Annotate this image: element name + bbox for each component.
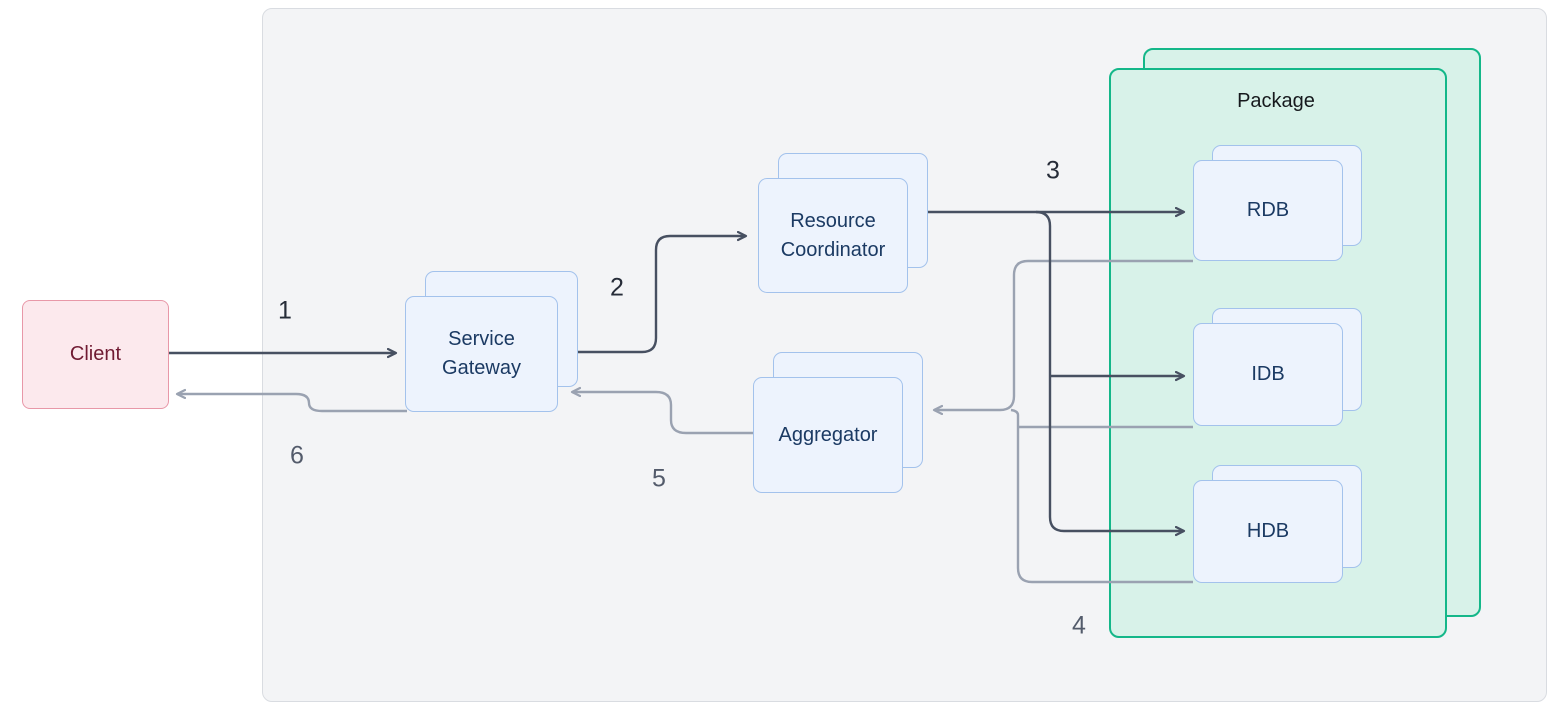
idb-label: IDB (1251, 363, 1285, 385)
service-gateway-node: Service Gateway (405, 271, 578, 412)
flow-label-2: 2 (610, 273, 624, 302)
aggregator-card: Aggregator (753, 377, 903, 493)
flow-label-1: 1 (278, 296, 292, 325)
service-gateway-label: Service Gateway (442, 328, 521, 379)
rdb-card: RDB (1193, 160, 1343, 261)
resource-coordinator-card: Resource Coordinator (758, 178, 908, 293)
flow-label-4: 4 (1072, 611, 1086, 640)
resource-coordinator-node: Resource Coordinator (758, 153, 928, 293)
rdb-label: RDB (1246, 199, 1290, 221)
hdb-node: HDB (1193, 465, 1362, 583)
flow-label-6: 6 (290, 441, 304, 470)
rdb-node: RDB (1193, 145, 1362, 261)
hdb-card: HDB (1193, 480, 1343, 583)
client-node: Client (22, 300, 169, 409)
hdb-label: HDB (1246, 520, 1290, 542)
aggregator-label: Aggregator (778, 423, 878, 446)
resource-coordinator-label: Resource Coordinator (780, 209, 886, 261)
flow-label-3: 3 (1046, 156, 1060, 185)
client-label: Client (69, 343, 122, 365)
idb-card: IDB (1193, 323, 1343, 426)
aggregator-node: Aggregator (753, 352, 923, 493)
idb-node: IDB (1193, 308, 1362, 426)
service-gateway-card: Service Gateway (405, 296, 558, 412)
package-label: Package (1237, 90, 1315, 112)
flow-label-5: 5 (652, 464, 666, 493)
